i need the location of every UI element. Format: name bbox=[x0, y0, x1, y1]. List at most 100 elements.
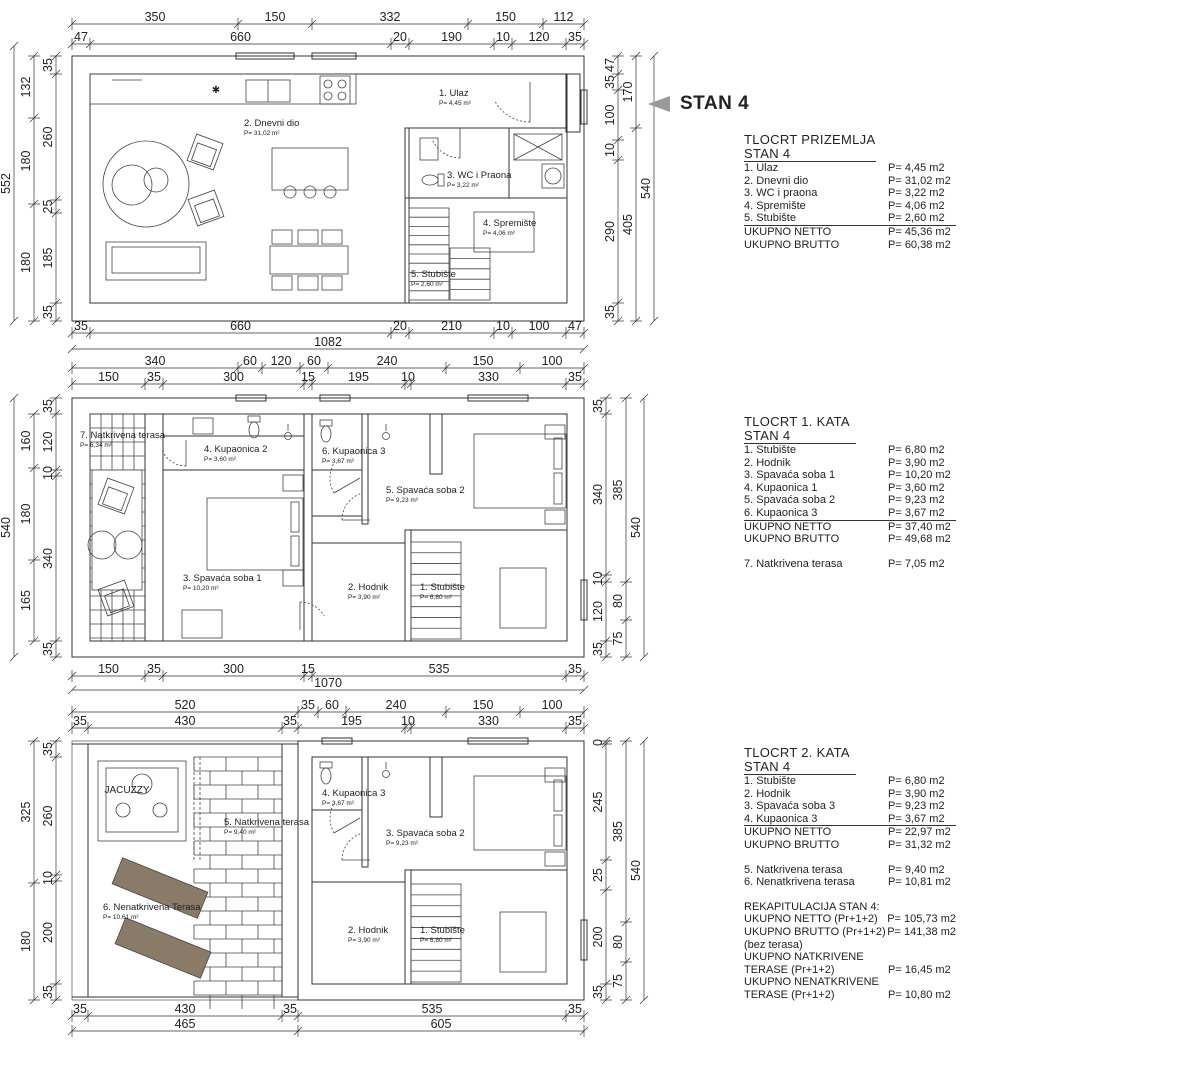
dimension-label: 10 bbox=[496, 30, 510, 44]
pillow bbox=[553, 472, 563, 505]
dimension-tick bbox=[639, 393, 649, 403]
row-value: P= 3,67 m2 bbox=[888, 812, 945, 825]
dimension-label: 100 bbox=[529, 319, 550, 333]
row-value: P= 2,60 m2 bbox=[888, 212, 945, 225]
row-label: 3. WC i praona bbox=[744, 187, 818, 200]
dimension-label: 430 bbox=[175, 714, 196, 728]
table-title: TLOCRT PRIZEMLJA bbox=[744, 132, 876, 147]
dimension-label: 300 bbox=[223, 662, 244, 676]
bed-icon bbox=[206, 497, 304, 571]
room-name: 4. Kupaonica 2 bbox=[204, 444, 267, 455]
row-value: P= 31,02 m2 bbox=[888, 174, 951, 187]
shower-cross bbox=[513, 133, 563, 161]
bed-icon bbox=[473, 433, 567, 509]
chair-body bbox=[187, 189, 225, 227]
sun-lounger-icon bbox=[111, 857, 209, 919]
marker-arrow-icon bbox=[648, 96, 670, 112]
row-value: P= 4,45 m2 bbox=[888, 162, 945, 174]
row-label: 2. Hodnik bbox=[744, 787, 791, 800]
dimension-label: 120 bbox=[529, 30, 550, 44]
burner-icon bbox=[337, 79, 347, 89]
dimension-label: 210 bbox=[441, 319, 462, 333]
bed-icon bbox=[473, 775, 567, 851]
room-name: 7. Natkrivena terasa bbox=[80, 430, 166, 441]
dimension-label: 180 bbox=[19, 931, 33, 952]
desk-icon bbox=[181, 609, 223, 639]
nightstand bbox=[282, 569, 304, 587]
chair-seat bbox=[194, 198, 221, 224]
dimension-label: 260 bbox=[41, 806, 55, 827]
room-area: P= 9,23 m² bbox=[386, 840, 419, 847]
row-label: 6. Nenatkrivena terasa bbox=[744, 876, 855, 889]
toilet-tank bbox=[319, 761, 333, 769]
toilet-icon bbox=[421, 173, 445, 187]
dimension-label: 35 bbox=[591, 985, 605, 999]
door-swing bbox=[161, 448, 187, 467]
sofa-cushion bbox=[111, 246, 201, 274]
row-label: 7. Natkrivena terasa bbox=[744, 557, 843, 570]
dimension-label: 300 bbox=[223, 370, 244, 384]
dimension-label: 35 bbox=[568, 370, 582, 384]
dimension-label: 660 bbox=[230, 319, 251, 333]
room-name: 5. Spavaća soba 2 bbox=[386, 485, 465, 496]
row-value: P= 3,67 m2 bbox=[888, 506, 945, 519]
dimension-label: 100 bbox=[542, 698, 563, 712]
dimension-label: 165 bbox=[19, 590, 33, 611]
row-label: 5. Stubište bbox=[744, 212, 796, 225]
row-value: P= 6,80 m2 bbox=[888, 444, 945, 456]
dimension-label: 430 bbox=[175, 1002, 196, 1016]
row-value: P= 10,81 m2 bbox=[888, 876, 951, 889]
dimension-label: 10 bbox=[41, 466, 55, 480]
room-name: 4. Kupaonica 3 bbox=[322, 788, 385, 799]
washing-machine-drum bbox=[544, 167, 562, 185]
toilet-tank bbox=[247, 415, 261, 423]
dimension-tick bbox=[579, 344, 589, 354]
wall-pier bbox=[565, 73, 581, 133]
partition bbox=[429, 756, 443, 818]
apartment-label: STAN 4 bbox=[680, 93, 750, 114]
inner-wall bbox=[89, 73, 568, 304]
stool-icon bbox=[323, 185, 337, 199]
dimension-label: 20 bbox=[393, 319, 407, 333]
stair-landing bbox=[499, 567, 547, 629]
row-label: UKUPNO NENATKRIVENE bbox=[744, 976, 879, 989]
room-name: 3. Spavaća soba 1 bbox=[183, 573, 262, 584]
row-value: P= 45,36 m2 bbox=[888, 225, 951, 238]
partition bbox=[361, 413, 369, 525]
row-label: 5. Spavaća soba 2 bbox=[744, 494, 836, 507]
room-area: P= 10,20 m² bbox=[183, 585, 219, 592]
row-value: P= 10,80 m2 bbox=[888, 988, 951, 1001]
chair-seat bbox=[104, 588, 131, 614]
dimension-label: 100 bbox=[542, 354, 563, 368]
dimension-label: 195 bbox=[348, 370, 369, 384]
dimension-label: 35 bbox=[591, 399, 605, 413]
row-label: 2. Hodnik bbox=[744, 456, 791, 469]
table-title: TLOCRT 1. KATA bbox=[744, 414, 850, 429]
toilet-bowl bbox=[421, 174, 439, 186]
coffee-table-icon bbox=[111, 164, 153, 206]
dimension-label: 35 bbox=[568, 30, 582, 44]
row-label: UKUPNO NETTO bbox=[744, 826, 832, 839]
dimension-label: 1082 bbox=[314, 335, 342, 349]
storage-unit bbox=[473, 211, 535, 253]
row-label: UKUPNO NETTO bbox=[744, 225, 832, 238]
dimension-label: 60 bbox=[307, 354, 321, 368]
dimension-label: 35 bbox=[568, 662, 582, 676]
sofa-icon bbox=[105, 241, 207, 281]
row-value: P= 3,90 m2 bbox=[888, 787, 945, 800]
row-value: P= 37,40 m2 bbox=[888, 520, 951, 533]
washbasin-icon bbox=[419, 137, 439, 161]
spacer bbox=[744, 889, 956, 901]
dimension-label: 340 bbox=[145, 354, 166, 368]
dimension-label: 35 bbox=[301, 698, 315, 712]
dimension-label: 132 bbox=[19, 77, 33, 98]
burner-icon bbox=[323, 79, 333, 89]
dimension-tick bbox=[9, 393, 19, 403]
dimension-label: 180 bbox=[19, 504, 33, 525]
